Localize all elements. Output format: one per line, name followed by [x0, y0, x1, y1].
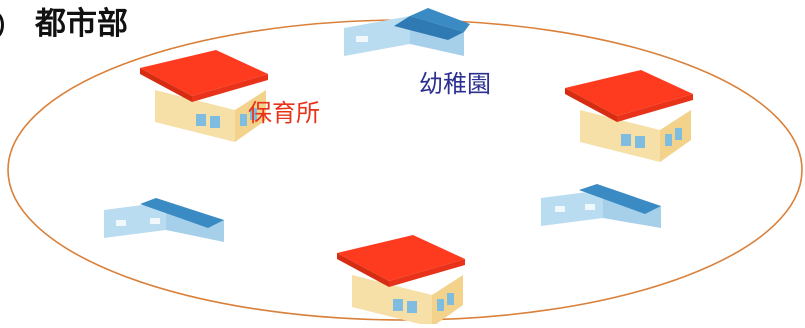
kindergarten-building-icon — [104, 198, 224, 242]
kindergarten-building-icon — [541, 184, 661, 228]
nursery-label: 保育所 — [248, 99, 320, 127]
nursery-building-icon — [565, 70, 693, 162]
kindergarten-label: 幼稚園 — [419, 70, 491, 98]
nursery-building-icon — [337, 235, 465, 327]
kindergarten-building-icon — [344, 8, 470, 56]
nursery-building-icon — [140, 50, 268, 142]
region-title: 都市部 — [35, 6, 128, 42]
